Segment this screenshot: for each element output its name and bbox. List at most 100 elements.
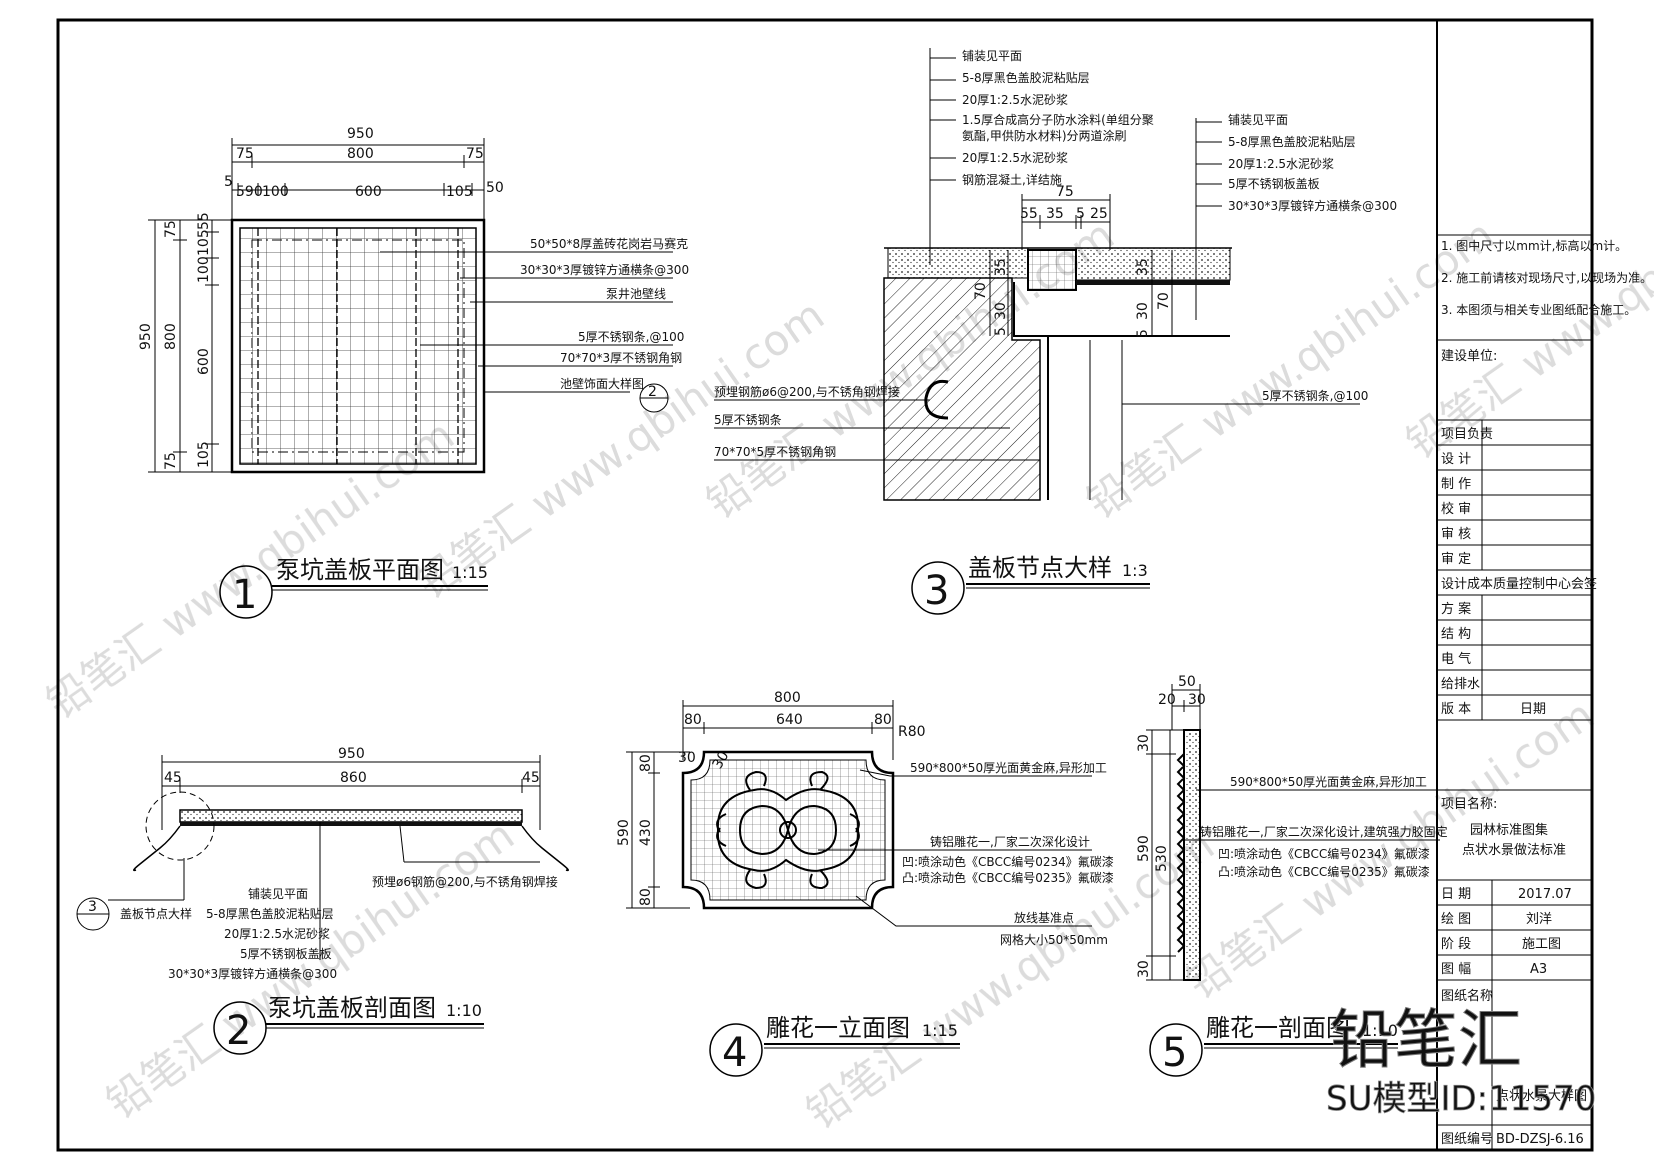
- dim-label: 25: [1090, 206, 1108, 222]
- dim-label: 30: [1136, 734, 1152, 752]
- dim-label: 45: [164, 770, 182, 786]
- drawing-number-bubble: [911, 561, 965, 615]
- annotation: 凸:喷涂动色《CBCC编号0235》氟碳漆: [1218, 864, 1430, 879]
- drawing-number: 3: [924, 568, 949, 614]
- drawing-title: 雕花一立面图: [766, 1014, 910, 1042]
- annotation: 凹:喷涂动色《CBCC编号0234》氟碳漆: [902, 854, 1114, 869]
- drawing-number: 2: [226, 1008, 251, 1054]
- annotation: 泵井池壁线: [606, 286, 666, 301]
- dim-label: 80: [684, 712, 702, 728]
- annotation: 铺装见平面: [248, 887, 308, 901]
- drawing-number-bubble: [1149, 1023, 1203, 1077]
- dim-label: 530: [1154, 845, 1170, 872]
- annotation: 20厚1:2.5水泥砂浆: [1228, 156, 1334, 171]
- tb-version: 版 本: [1441, 702, 1471, 717]
- drawing-4-elevation: 800 80 640 80 590 80 430 80 30 30 R80 59…: [616, 690, 1114, 1077]
- tb-row2: 电 气: [1441, 651, 1471, 667]
- ornament-carving: [716, 770, 860, 890]
- tb-dept: 设计成本质量控制中心会签: [1441, 576, 1597, 592]
- brand-overlay: 铅笔汇 SU模型ID:11570: [1326, 1004, 1597, 1120]
- mosaic-cell: [1027, 249, 1077, 291]
- tb-val: BD-DZSJ-6.16: [1496, 1132, 1584, 1147]
- tb-row2: 结 构: [1441, 627, 1471, 642]
- pit-wall-line: [251, 239, 465, 453]
- carving-profile: [1176, 753, 1186, 953]
- annotation: 5-8厚黑色盖胶泥粘贴层: [1228, 134, 1356, 149]
- drawing-3-detail: 铺装见平面 5-8厚黑色盖胶泥粘贴层 20厚1:2.5水泥砂浆 1.5厚合成高分…: [714, 48, 1397, 615]
- annotation: 5厚不锈钢条,@100: [578, 330, 684, 344]
- dim-label: 430: [638, 819, 654, 846]
- drawing-number: 1: [232, 572, 257, 618]
- dim-label: 640: [776, 712, 803, 728]
- drawing-5-section: 50 20 30 30 590 530 30 590*800*50厚光面黄金麻,…: [1136, 674, 1448, 1077]
- dim-label: 30: [1136, 960, 1152, 978]
- dim-label: 600: [355, 184, 382, 200]
- annotation: 20厚1:2.5水泥砂浆: [962, 150, 1068, 165]
- annotation: 30*30*3厚镀锌方通横条@300: [1228, 198, 1397, 213]
- annotation: 70*70*5厚不锈钢角钢: [714, 445, 836, 459]
- dim-label: 860: [340, 770, 367, 786]
- drawing-scale: 1:15: [922, 1021, 958, 1040]
- dim-label: 590: [1136, 835, 1152, 862]
- tb-key: 图纸名称: [1441, 988, 1493, 1004]
- sheet-note: 1. 图中尺寸以mm计,标高以m计。: [1441, 238, 1627, 253]
- drawing-number: 4: [722, 1030, 747, 1076]
- steel-plate: [180, 822, 522, 826]
- dim-label: 800: [347, 146, 374, 162]
- annotation: 铸铝雕花一,厂家二次深化设计: [930, 834, 1090, 849]
- dim-label: 35: [1135, 258, 1151, 276]
- annotation: 5厚不锈钢条,@100: [1262, 389, 1368, 403]
- drawing-1-plan: 950 75 800 75 5 590 100 600 105 50 950 7…: [138, 126, 689, 619]
- dim-label: 70: [973, 282, 989, 300]
- annotation: 铸铝雕花一,厂家二次深化设计,建筑强力胶固定: [1200, 824, 1448, 839]
- drawing-title: 泵坑盖板剖面图: [268, 994, 436, 1022]
- cover-plate-layer: [1075, 247, 1231, 281]
- dim-label: 100: [196, 256, 212, 283]
- project-name: 点状水景做法标准: [1462, 843, 1566, 858]
- tb-val: 2017.07: [1518, 887, 1572, 902]
- tb-row: 审 定: [1441, 552, 1471, 567]
- model-id: SU模型ID:11570: [1326, 1079, 1596, 1119]
- dim-label: 105: [196, 229, 212, 256]
- drawing-scale: 1:15: [452, 563, 488, 582]
- tb-val: 施工图: [1522, 937, 1561, 952]
- dim-label: 100: [262, 184, 289, 200]
- dim-label: 75: [466, 146, 484, 162]
- drawing-title: 泵坑盖板平面图: [276, 556, 444, 584]
- tb-row: 制 作: [1441, 477, 1471, 492]
- tb-row2: 方 案: [1441, 601, 1471, 617]
- dim-label: 30: [993, 302, 1009, 320]
- sheet-note: 2. 施工前请核对现场尺寸,以现场为准。: [1441, 270, 1652, 285]
- drawing-number-bubble: [219, 565, 273, 619]
- tb-row: 校 审: [1441, 501, 1471, 517]
- titleblock: 1. 图中尺寸以mm计,标高以m计。 2. 施工前请核对现场尺寸,以现场为准。 …: [1437, 234, 1652, 1150]
- dim-label: 75: [236, 146, 254, 162]
- dim-label: 35: [1046, 206, 1064, 222]
- dim-label: 75: [1056, 184, 1074, 200]
- detail-callout: [145, 791, 215, 861]
- tb-row: 设 计: [1441, 452, 1471, 467]
- mosaic-grid: [239, 227, 477, 465]
- steel-plate: [1076, 280, 1230, 285]
- dim-label: 800: [163, 323, 179, 350]
- dim-label: 55: [1020, 206, 1038, 222]
- dim-label: R80: [898, 724, 926, 740]
- dim-label: 50: [486, 180, 504, 196]
- tb-val: A3: [1530, 962, 1547, 977]
- dim-label: 45: [522, 770, 540, 786]
- dim-label: 75: [163, 452, 179, 470]
- tb-row2: 给排水: [1441, 677, 1480, 692]
- owner-label: 建设单位:: [1441, 349, 1497, 364]
- stone-panel-section: [1183, 729, 1201, 981]
- tb-key: 绘 图: [1441, 912, 1471, 927]
- detail-ref-number: 3: [88, 899, 97, 915]
- dim-label: 30: [678, 750, 696, 766]
- dim-label: 5: [1135, 329, 1151, 338]
- annotation: 590*800*50厚光面黄金麻,异形加工: [1230, 774, 1427, 789]
- annotation: 铺装见平面: [962, 49, 1022, 63]
- annotation: 预埋ø6钢筋@200,与不锈角钢焊接: [372, 874, 558, 889]
- sheet-border: [56, 18, 1594, 1152]
- drawing-2-section: 950 45 860 45 3 盖板节点大样 预埋ø6钢筋@200,与不锈角钢焊…: [76, 746, 569, 1055]
- annotation: 30*30*3厚镀锌方通横条@300: [520, 262, 689, 277]
